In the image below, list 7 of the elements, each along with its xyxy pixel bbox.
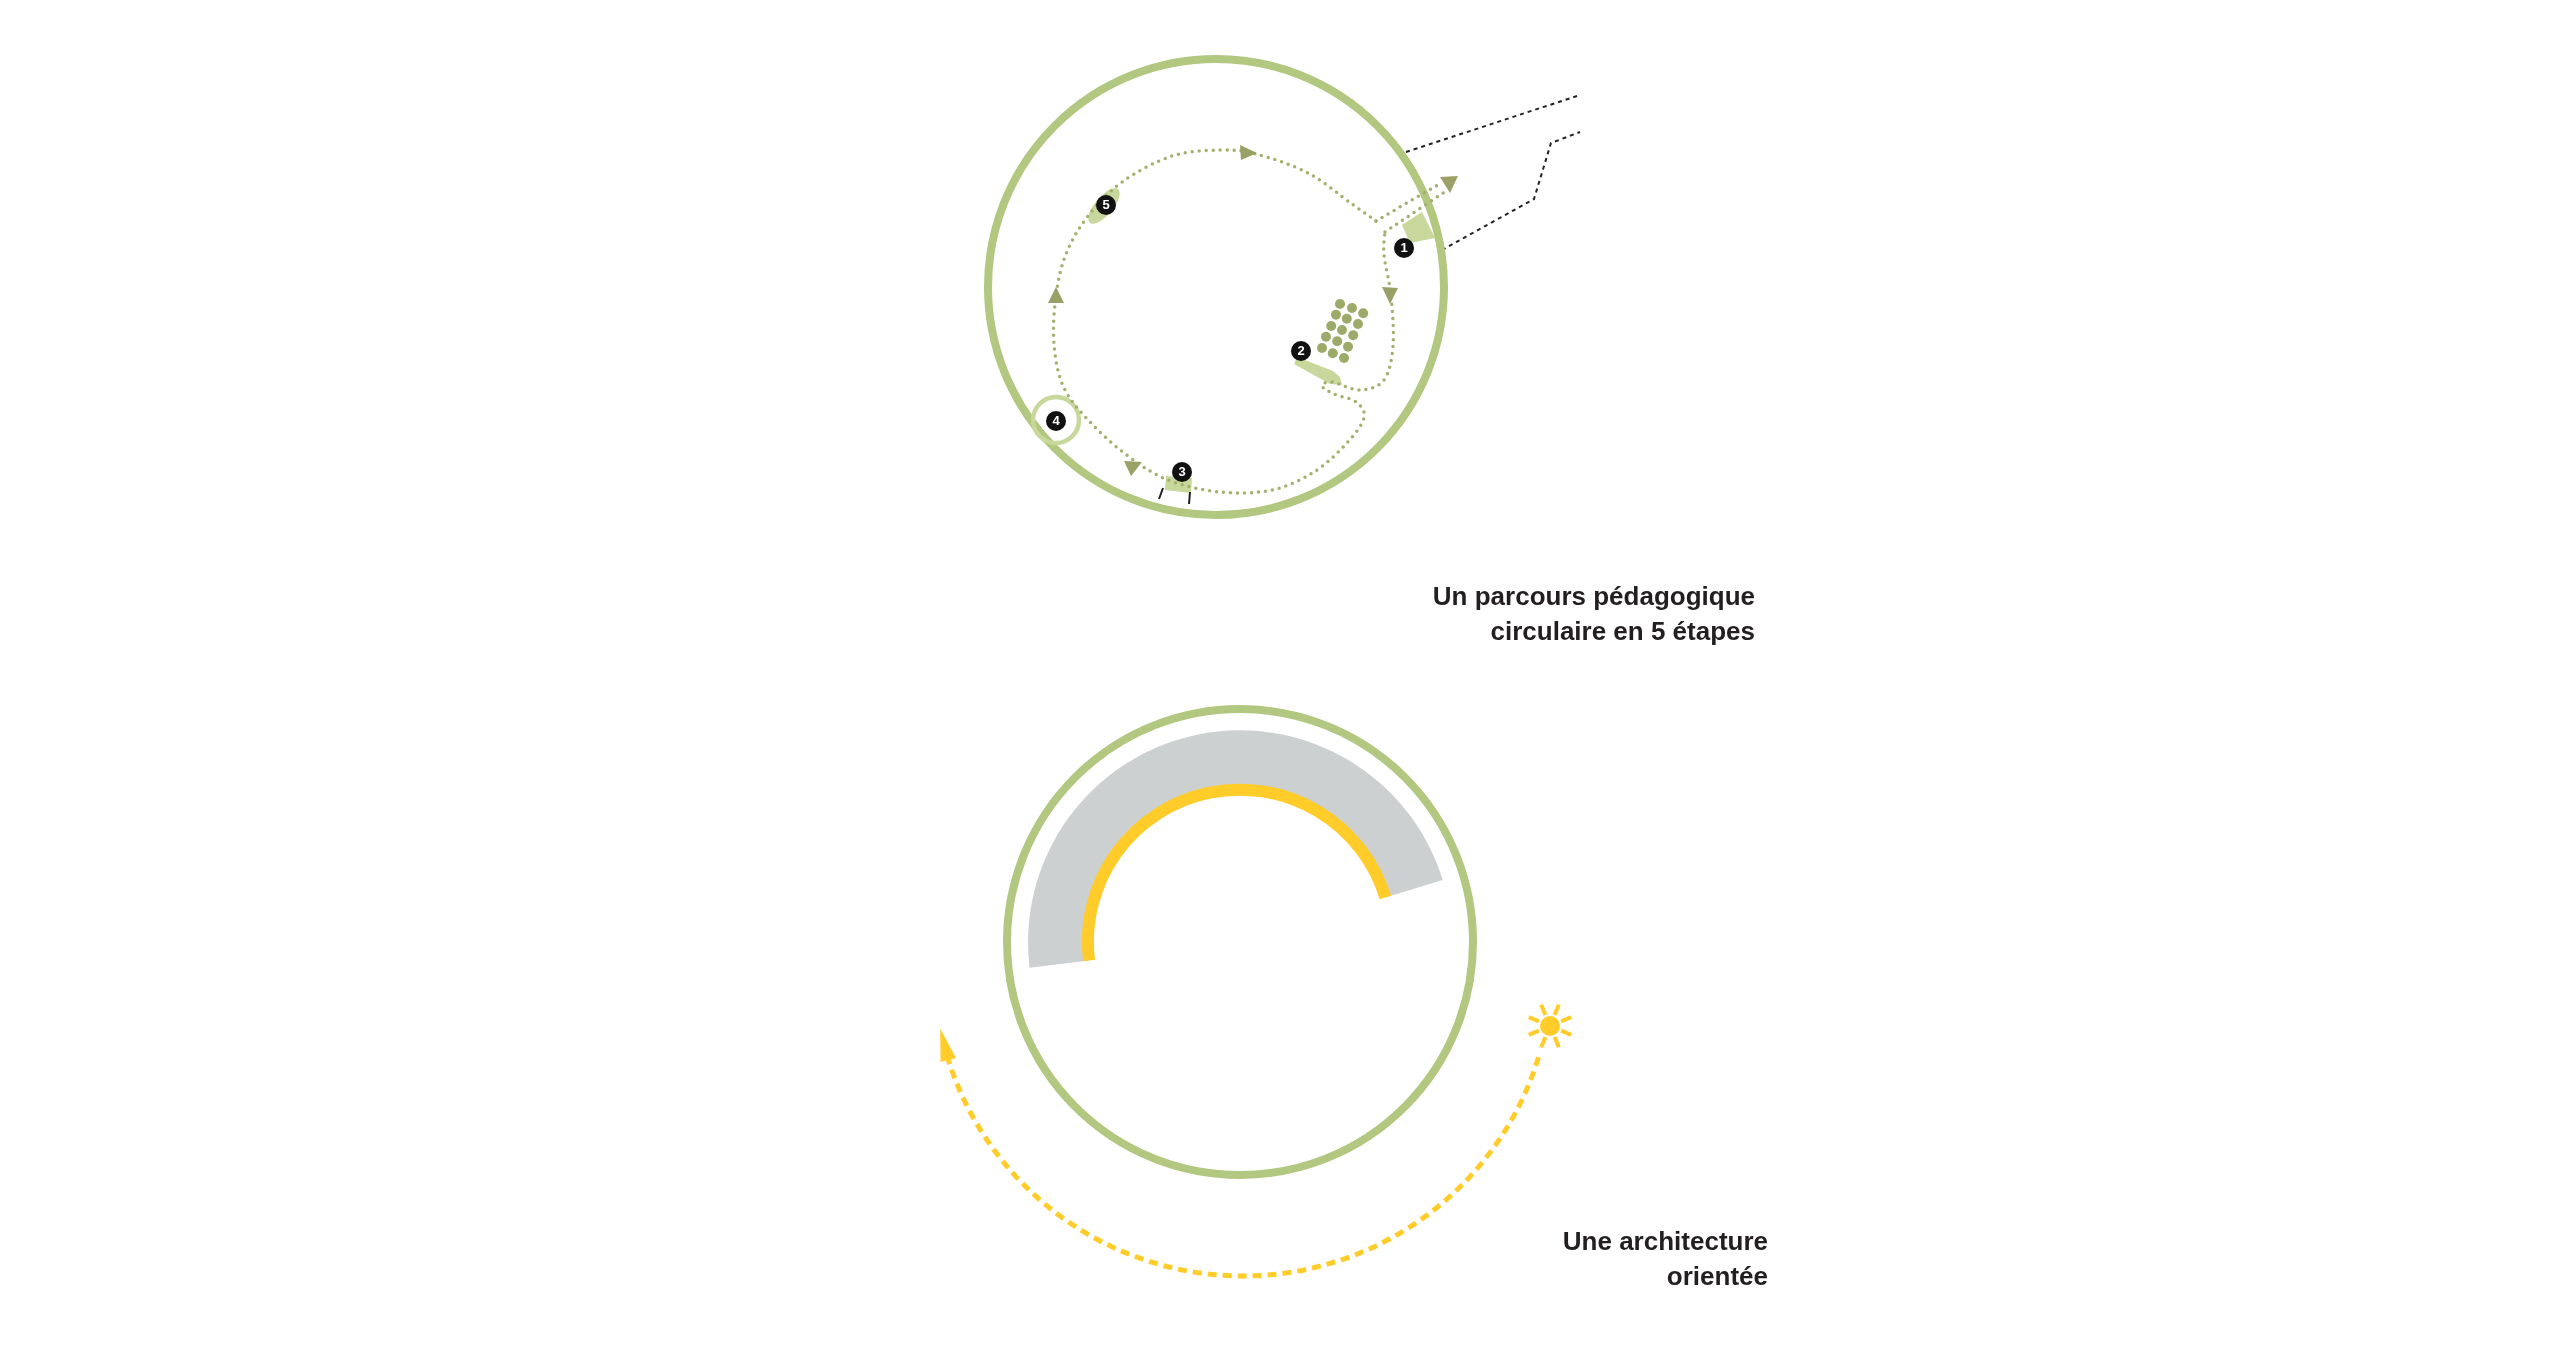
callout-number: 3 (1172, 462, 1192, 482)
callout-number: 5 (1096, 195, 1116, 215)
caption-text: Un parcours pédagogique circulaire en 5 étapes (1431, 580, 1755, 648)
caption-text: Une architecture orientée (1561, 1225, 1768, 1293)
callout-number: 2 (1291, 341, 1311, 361)
callout-number: 4 (1046, 411, 1066, 431)
callout-number: 1 (1394, 238, 1414, 258)
